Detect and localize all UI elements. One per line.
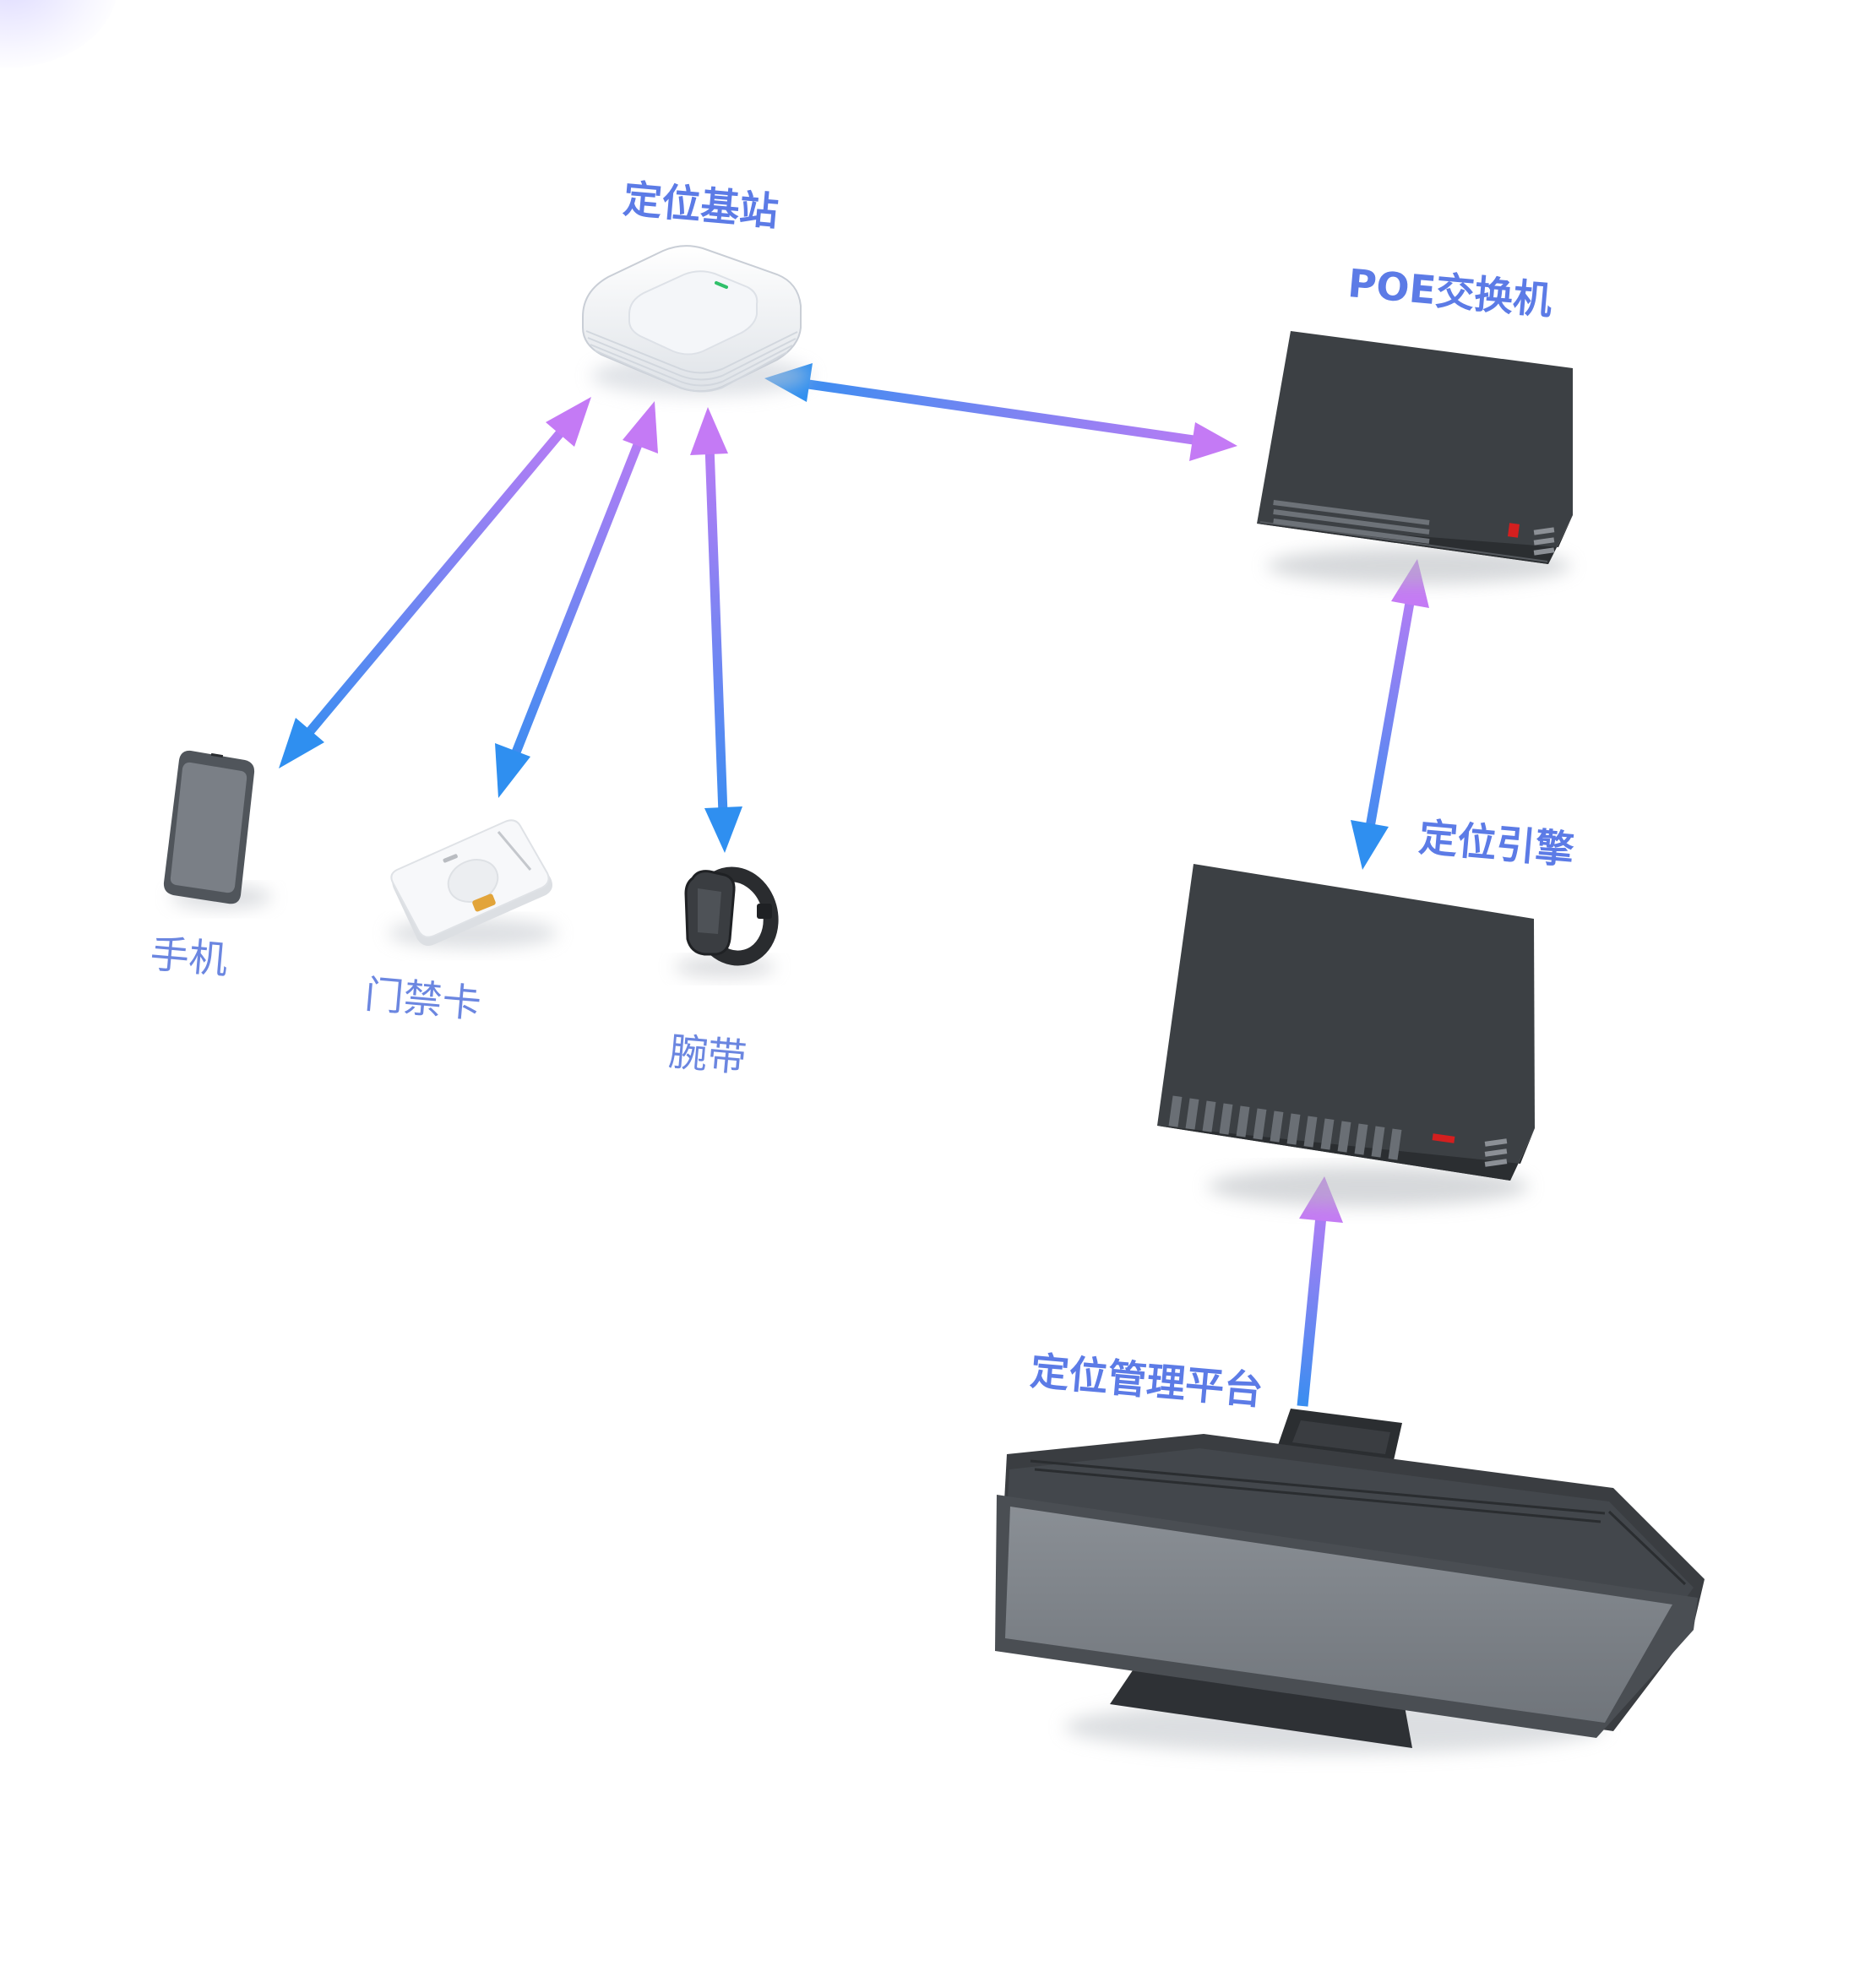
arrow-platform-engine xyxy=(1297,1176,1343,1407)
phone-label: 手机 xyxy=(148,931,230,983)
arrow-base-station-wristband xyxy=(690,407,742,853)
smartphone-icon xyxy=(163,750,272,909)
access-card-label: 门禁卡 xyxy=(362,971,483,1027)
arrow-base-station-card xyxy=(495,401,658,798)
wristband-icon xyxy=(674,866,779,977)
arrow-poe-switch-engine xyxy=(1351,559,1429,870)
arrow-base-station-poe-switch xyxy=(764,363,1237,461)
ceiling-anchor-icon xyxy=(582,245,811,396)
monitor-icon xyxy=(995,1409,1705,1754)
network-switch-icon xyxy=(1257,331,1573,584)
arrow-base-station-phone xyxy=(279,397,591,768)
server-box-icon xyxy=(1157,864,1535,1207)
wristband-label: 腕带 xyxy=(666,1029,748,1081)
access-card-icon xyxy=(389,819,557,948)
